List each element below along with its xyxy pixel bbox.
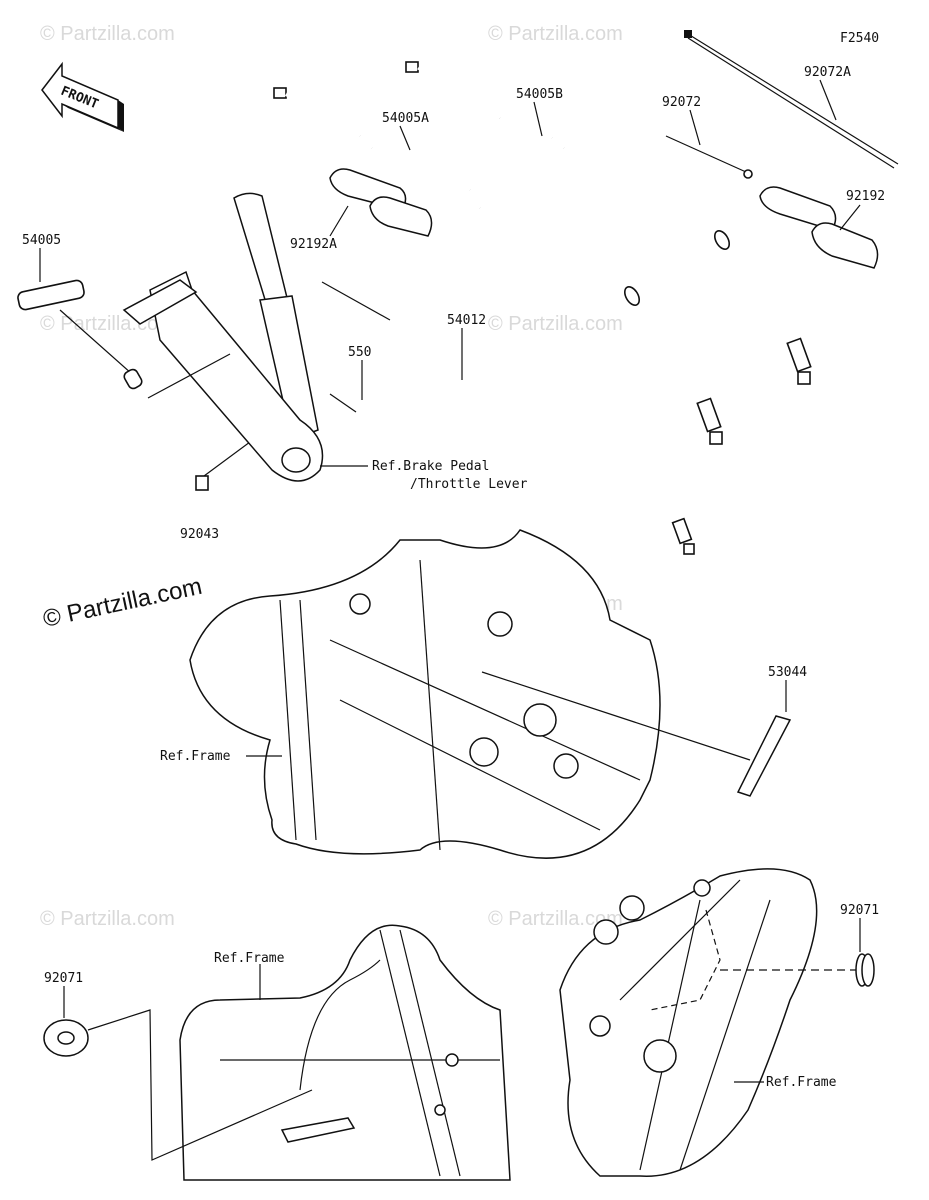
cable-tie-92072: 92072 <box>662 95 753 179</box>
plate-53044: 53044 <box>481 665 807 797</box>
ref-brake-pedal-line2: /Throttle Lever <box>410 477 528 492</box>
ref-frame-bottom-left: Ref.Frame <box>214 951 285 966</box>
cable-tie-92072a: 92072A <box>684 30 899 169</box>
frame-middle: Ref.Frame <box>160 529 661 859</box>
pin-92043: 92043 <box>180 435 259 542</box>
cable-54005a: 54005A <box>273 87 723 445</box>
label-54005: 54005 <box>22 233 61 248</box>
ref-frame-middle: Ref.Frame <box>160 749 231 764</box>
watermark: © Partzilla.com <box>488 23 623 45</box>
grommet-92071-right: 92071 <box>840 903 879 987</box>
tube-92192: 92192 <box>759 186 885 269</box>
ref-brake-pedal: Ref.Brake Pedal /Throttle Lever <box>320 459 528 492</box>
brake-lever-assembly <box>122 192 324 482</box>
watermark: © Partzilla.com <box>488 313 623 335</box>
label-54012: 54012 <box>447 313 486 328</box>
front-arrow-icon: FRONT <box>41 61 124 132</box>
cable-54005b: 54005B <box>405 61 812 385</box>
ref-frame-bottom-right: Ref.Frame <box>766 1075 837 1090</box>
watermarks: © Partzilla.com © Partzilla.com © Partzi… <box>40 23 623 930</box>
cable-54005: 54005 <box>17 233 143 390</box>
label-92192: 92192 <box>846 189 885 204</box>
label-92072: 92072 <box>662 95 701 110</box>
tube-92192a: 92192A <box>290 168 433 252</box>
label-550: 550 <box>348 345 371 360</box>
frame-bottom-left: Ref.Frame <box>179 924 511 1181</box>
cable-54012: 54012 <box>321 281 695 555</box>
label-54005a: 54005A <box>382 111 429 126</box>
copyright-text: © Partzilla.com <box>41 573 205 633</box>
label-92043: 92043 <box>180 527 219 542</box>
figure-code: F2540 <box>840 31 879 46</box>
pin-550: 550 <box>329 345 371 413</box>
watermark: © Partzilla.com <box>40 23 175 45</box>
label-53044: 53044 <box>768 665 807 680</box>
label-92071-right: 92071 <box>840 903 879 918</box>
watermark: © Partzilla.com <box>488 908 623 930</box>
ref-brake-pedal-line1: Ref.Brake Pedal <box>372 459 489 474</box>
label-92192a: 92192A <box>290 237 337 252</box>
grommet-92071-left: 92071 <box>43 971 313 1161</box>
frame-bottom-right: Ref.Frame <box>559 868 860 1177</box>
label-92072a: 92072A <box>804 65 851 80</box>
label-54005b: 54005B <box>516 87 563 102</box>
watermark: © Partzilla.com <box>40 908 175 930</box>
label-92071-left: 92071 <box>44 971 83 986</box>
